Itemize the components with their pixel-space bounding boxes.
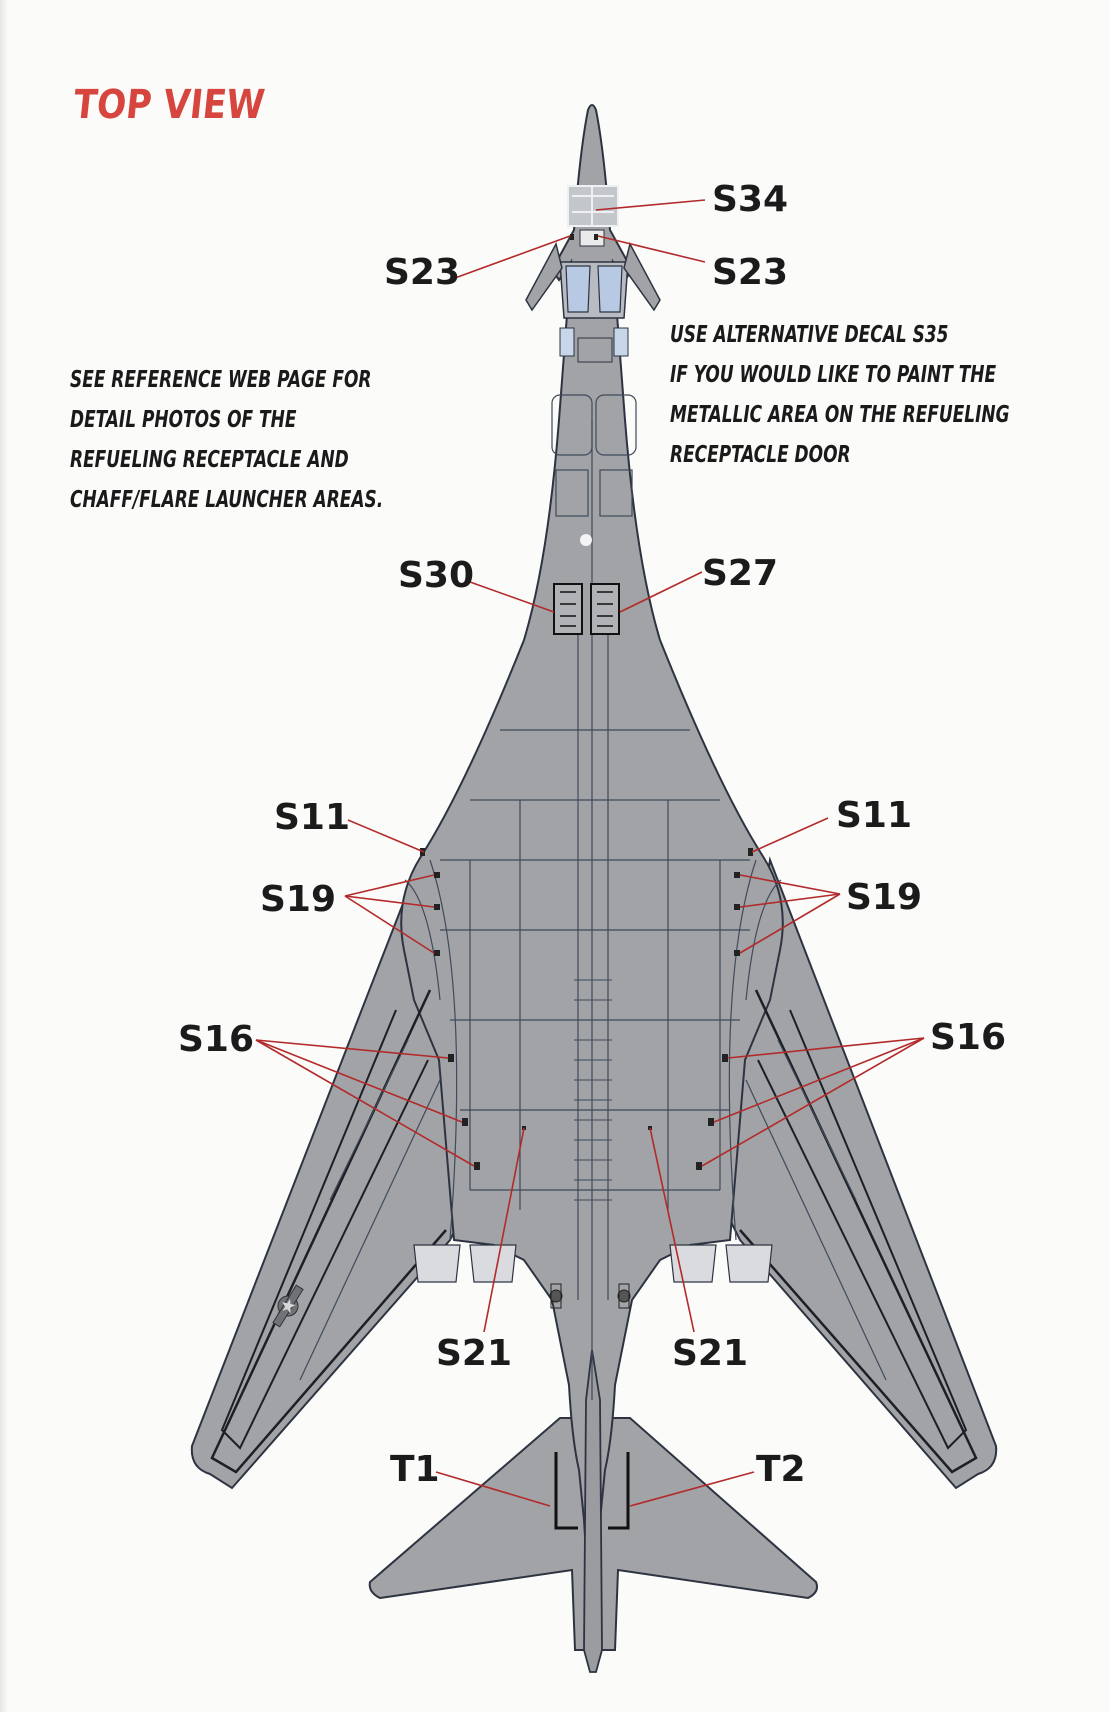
tailplane-panel-left <box>554 1452 578 1530</box>
right-wing-panel <box>757 1009 968 1450</box>
reference-note-line: CHAFF/FLARE LAUNCHER AREAS. <box>70 487 384 513</box>
fuselage-marker-dot <box>580 534 592 546</box>
alternative-decal-note-line: RECEPTACLE DOOR <box>670 442 851 468</box>
callout-s30: S30 <box>398 555 475 596</box>
callout-s16-left: S16 <box>178 1019 255 1060</box>
callout-s19-right: S19 <box>846 877 923 918</box>
alternative-decal-note-line: METALLIC AREA ON THE REFUELING <box>670 402 1010 428</box>
left-wing-panel <box>220 1009 429 1450</box>
engine-nacelles <box>413 1244 773 1283</box>
callout-t2: T2 <box>756 1449 806 1490</box>
left-wing-glove-line <box>210 989 447 1474</box>
alternative-decal-note-line: USE ALTERNATIVE DECAL S35 <box>670 322 949 348</box>
callout-s23-left: S23 <box>384 252 461 293</box>
callout-t1: T1 <box>390 1449 440 1490</box>
callout-s16-right: S16 <box>930 1017 1007 1058</box>
left-canard <box>525 241 563 312</box>
centerline-ladder-panels <box>574 979 612 1201</box>
right-canard <box>623 241 661 312</box>
callout-s19-left: S19 <box>260 879 337 920</box>
cockpit-canopy <box>559 261 629 363</box>
national-insignia <box>272 1284 304 1328</box>
right-wing-glove-line <box>739 989 978 1474</box>
reference-note-line: SEE REFERENCE WEB PAGE FOR <box>70 367 372 393</box>
panel-lines <box>299 394 887 1400</box>
reference-note-line: REFUELING RECEPTACLE AND <box>70 447 349 473</box>
callout-s21-left: S21 <box>436 1333 513 1374</box>
alternative-decal-note-line: IF YOU WOULD LIKE TO PAINT THE <box>670 362 997 388</box>
vertical-fin <box>583 1349 603 1673</box>
alternative-decal-note: USE ALTERNATIVE DECAL S35 IF YOU WOULD L… <box>670 315 1010 475</box>
callout-s11-left: S11 <box>274 797 351 838</box>
reference-note-line: DETAIL PHOTOS OF THE <box>70 407 297 433</box>
callout-s11-right: S11 <box>836 795 913 836</box>
chaff-flare-launchers <box>553 583 620 635</box>
callout-s23-right: S23 <box>712 252 789 293</box>
callout-leader-lines <box>255 199 925 1507</box>
left-wing <box>190 856 472 1490</box>
callout-s27: S27 <box>702 553 779 594</box>
reference-note: SEE REFERENCE WEB PAGE FOR DETAIL PHOTOS… <box>70 360 383 520</box>
callout-s21-right: S21 <box>672 1333 749 1374</box>
callout-s34: S34 <box>712 179 789 220</box>
gear-door-markings <box>549 1283 631 1309</box>
tailplane-panel-right <box>608 1452 630 1530</box>
page-edge <box>0 0 8 1712</box>
